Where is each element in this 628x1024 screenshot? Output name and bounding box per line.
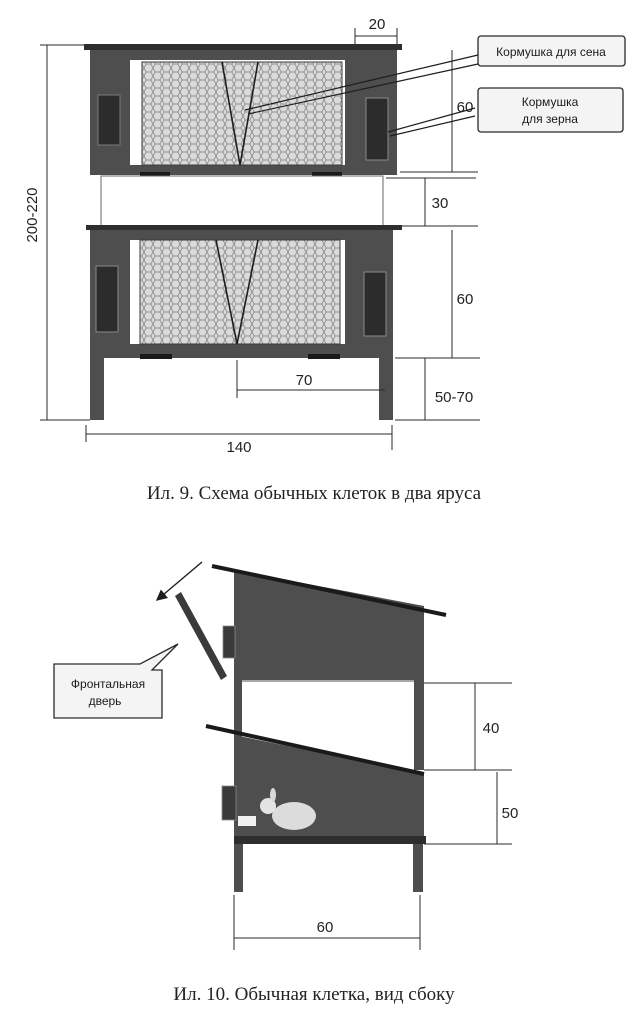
lower-left-tray (140, 354, 172, 359)
grain-feeder-callout-box (477, 87, 624, 133)
rabbit-body (272, 802, 316, 830)
top-roof (84, 44, 402, 50)
lower-hay-feeder-v (215, 239, 259, 345)
side-upper-right-post (414, 680, 424, 770)
figure9-caption: Ил. 9. Схема обычных клеток в два яруса (146, 483, 482, 504)
figure9-dimension-lines (40, 28, 480, 450)
rabbit-head (260, 798, 276, 814)
upper-tier-top-frame (130, 50, 345, 60)
front-door-label-line1: Фронтальная (71, 677, 145, 691)
upper-right-grain-feeder (365, 97, 389, 161)
upper-left-tray (140, 172, 170, 177)
hay-feeder-leader (244, 54, 479, 111)
door-open-arrow (155, 561, 203, 601)
front-door-callout-box (53, 643, 179, 719)
side-floor (234, 836, 426, 844)
lower-tier (90, 230, 393, 359)
side-left-leg (234, 844, 243, 892)
figure9-drawing: Кормушка для сена Кормушка для зерна 20 … (24, 16, 626, 456)
lower-tier-top-frame (130, 230, 345, 240)
left-leg (90, 358, 104, 420)
dim-gap-height: 30 (432, 195, 449, 212)
upper-tier (90, 50, 397, 177)
lower-side-feeder (221, 785, 237, 821)
dim-side-gap-height: 40 (483, 720, 500, 737)
grain-feeder-label-line1: Кормушка (522, 95, 579, 109)
grain-feeder-leader-2 (389, 115, 476, 137)
figure10-caption: Ил. 10. Обычная клетка, вид сбоку (173, 984, 455, 1005)
upper-left-grain-feeder (97, 94, 121, 146)
hay-feeder-callout-box (477, 35, 626, 67)
side-upper-roof (211, 564, 447, 617)
figure10-drawing: Фронтальная дверь 40 50 60 (53, 561, 519, 950)
side-right-leg (413, 844, 423, 892)
right-leg (379, 358, 393, 420)
upper-side-feeder (222, 625, 236, 659)
lower-right-tray (308, 354, 340, 359)
lower-left-grain-feeder (95, 265, 119, 333)
upper-hay-feeder-v (221, 61, 259, 166)
side-lower-roof (205, 724, 425, 776)
dim-total-width: 140 (226, 439, 251, 456)
upper-right-tray (312, 172, 342, 177)
lower-right-grain-feeder (363, 271, 387, 337)
side-upper-left-post (234, 680, 242, 770)
dim-lower-tier-height: 60 (457, 291, 474, 308)
dim-side-depth: 60 (317, 919, 334, 936)
figure10-dimension-lines (233, 682, 512, 950)
hay-feeder-leader-2 (247, 63, 479, 115)
dim-top-width: 20 (369, 16, 386, 33)
dim-leg-height: 50-70 (435, 389, 473, 406)
dim-upper-tier-height: 60 (457, 99, 474, 116)
lower-tier-roof (86, 225, 402, 230)
upper-mesh-window (141, 61, 343, 166)
dim-half-width: 70 (296, 372, 313, 389)
lower-side-tray (238, 816, 256, 826)
grain-feeder-leader (387, 107, 476, 133)
front-door-label-line2: дверь (89, 694, 122, 708)
hay-feeder-label: Кормушка для сена (496, 45, 606, 59)
rabbit-ear (270, 788, 276, 802)
front-door (175, 592, 227, 680)
grain-feeder-label-line2: для зерна (522, 112, 578, 126)
dim-side-lower-height: 50 (502, 805, 519, 822)
side-upper-body (234, 570, 424, 680)
tier-gap (100, 175, 384, 227)
upper-tier-bottom-frame (130, 165, 345, 175)
lower-tier-bottom-frame (130, 344, 345, 358)
dim-total-height: 200-220 (24, 187, 41, 242)
